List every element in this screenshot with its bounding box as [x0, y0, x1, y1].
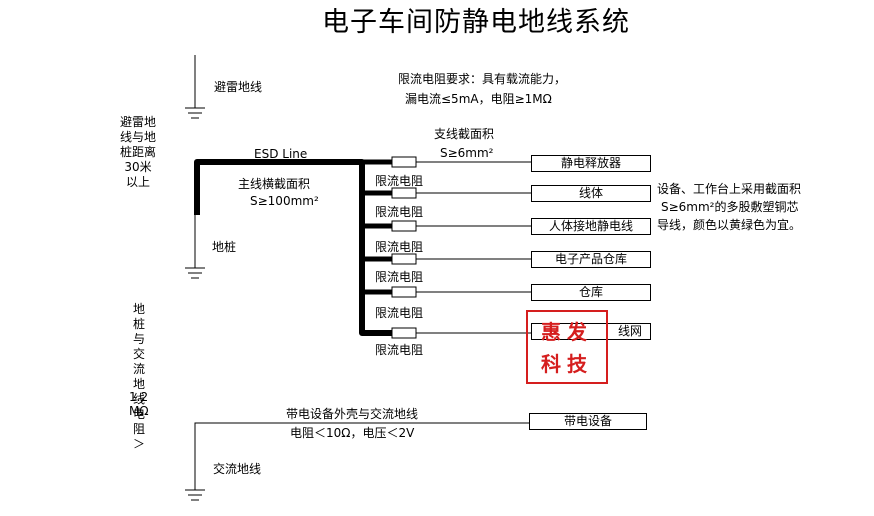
resistor-symbol	[391, 327, 417, 339]
pile-resistance-value: 1.2	[129, 390, 149, 404]
ac-ground-symbol	[185, 489, 205, 501]
main-section-label: 主线横截面积	[238, 177, 311, 191]
resistor-label: 限流电阻	[375, 174, 424, 188]
device-static-discharger: 静电释放器	[531, 155, 651, 172]
esd-line-label: ESD Line	[254, 147, 308, 161]
resistor-label: 限流电阻	[375, 270, 424, 284]
ground-pile-label: 地桩	[212, 240, 237, 254]
ac-spec-label: 电阻＜10Ω，电压＜2V	[290, 426, 415, 440]
resistor-symbol	[391, 187, 417, 199]
resistor-label: 限流电阻	[375, 240, 424, 254]
resistor-label: 限流电阻	[375, 306, 424, 320]
device-wrist-strap: 人体接地静电线	[531, 218, 651, 235]
company-seal: 惠发 科技	[526, 310, 608, 384]
seal-line2: 科技	[541, 352, 593, 376]
main-section-value: S≥100mm²	[250, 194, 319, 208]
lightning-distance-note: 避雷地线与地桩距离30米以上	[120, 115, 157, 189]
device-product-warehouse: 电子产品仓库	[531, 251, 651, 268]
resistor-symbol	[391, 220, 417, 232]
pile-ground-symbol	[185, 267, 205, 279]
resistor-label: 限流电阻	[375, 343, 424, 357]
resistor-requirement-line1: 限流电阻要求：具有载流能力，	[398, 72, 567, 86]
page-title: 电子车间防静电地线系统	[322, 7, 630, 38]
resistor-requirement-line2: 漏电流≤5mA，电阻≥1MΩ	[405, 92, 552, 106]
wire-note-line2: S≥6mm²的多股敷塑铜芯	[661, 200, 799, 214]
device-warehouse: 仓库	[531, 284, 651, 301]
resistor-symbol	[391, 286, 417, 298]
branch-section-label: 支线截面积	[434, 127, 495, 141]
resistor-label: 限流电阻	[375, 205, 424, 219]
ac-casing-label: 带电设备外壳与交流地线	[286, 407, 419, 421]
branch-section-value: S≥6mm²	[440, 146, 494, 160]
ac-ground-label: 交流地线	[213, 462, 262, 476]
resistor-symbol	[391, 156, 417, 168]
ac-ground-wire	[194, 422, 530, 490]
wire-note-line3: 导线，颜色以黄绿色为宜。	[657, 218, 802, 232]
device-production-line: 线体	[531, 185, 651, 202]
pile-resistance-unit: MΩ	[129, 404, 149, 418]
lightning-ground-symbol	[185, 107, 205, 119]
ac-device-box: 带电设备	[529, 413, 647, 430]
seal-line1: 惠发	[541, 320, 593, 344]
lightning-ground-label: 避雷地线	[214, 80, 263, 94]
resistor-symbol	[391, 253, 417, 265]
wire-note-line1: 设备、工作台上采用截面积	[657, 182, 802, 196]
device-network: 线网	[531, 323, 651, 340]
pile-resistance-note: 地桩与交流地线电阻＞	[132, 302, 145, 451]
